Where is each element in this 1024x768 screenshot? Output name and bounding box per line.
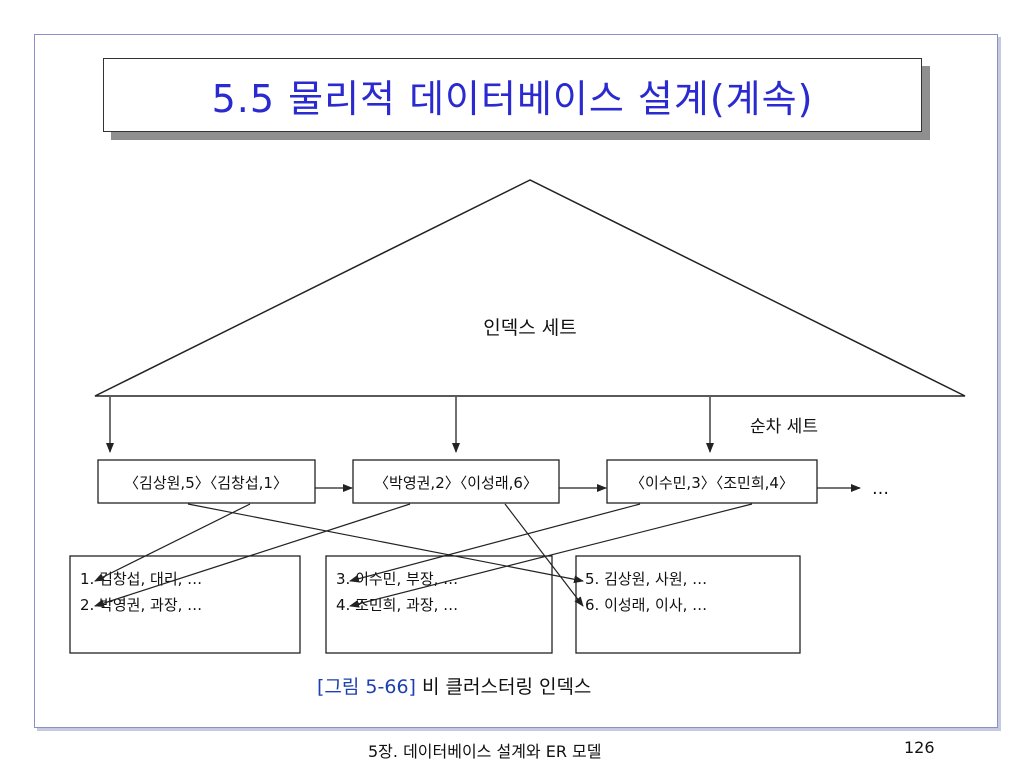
record-pointer-arrow	[349, 503, 641, 583]
record-pointer-arrow	[349, 503, 753, 608]
record-4: 4. 조민희, 과장, …	[336, 596, 458, 614]
figure-caption: [그림 5-66] 비 클러스터링 인덱스	[317, 672, 737, 699]
data-block	[69, 555, 301, 654]
sequence-node-box	[97, 459, 316, 504]
record-pointer-arrow	[94, 503, 411, 608]
record-pointer-arrow	[187, 503, 584, 584]
page-number: 126	[904, 738, 935, 757]
data-block	[325, 555, 553, 654]
slide-title: 5.5 물리적 데이터베이스 설계(계속)	[211, 76, 814, 121]
sequence-node-2: 〈박영권,2〉〈이성래,6〉	[374, 474, 538, 492]
title-box: 5.5 물리적 데이터베이스 설계(계속)	[103, 58, 922, 132]
caption-ref: [그림 5-66]	[317, 676, 416, 698]
sequence-node-box	[352, 459, 560, 504]
record-6: 6. 이성래, 이사, …	[585, 596, 707, 614]
caption-text: 비 클러스터링 인덱스	[422, 676, 592, 698]
index-set-triangle	[94, 179, 966, 397]
record-pointer-arrow	[94, 503, 251, 582]
record-5: 5. 김상원, 사원, …	[585, 570, 707, 588]
record-3: 3. 이수민, 부장, …	[336, 570, 458, 588]
footer-chapter: 5장. 데이터베이스 설계와 ER 모델	[368, 742, 602, 761]
record-1: 1. 김창섭, 대리, …	[80, 570, 202, 588]
sequence-node-3: 〈이수민,3〉〈조민희,4〉	[630, 474, 794, 492]
data-block	[575, 555, 801, 654]
sequence-node-1: 〈김상원,5〉〈김창섭,1〉	[124, 474, 288, 492]
sequence-node-box	[606, 459, 818, 504]
sequence-set-label: 순차 세트	[750, 417, 818, 437]
index-set-label: 인덱스 세트	[483, 317, 576, 339]
continuation-ellipsis: …	[872, 479, 889, 499]
record-pointer-arrow	[504, 503, 584, 607]
